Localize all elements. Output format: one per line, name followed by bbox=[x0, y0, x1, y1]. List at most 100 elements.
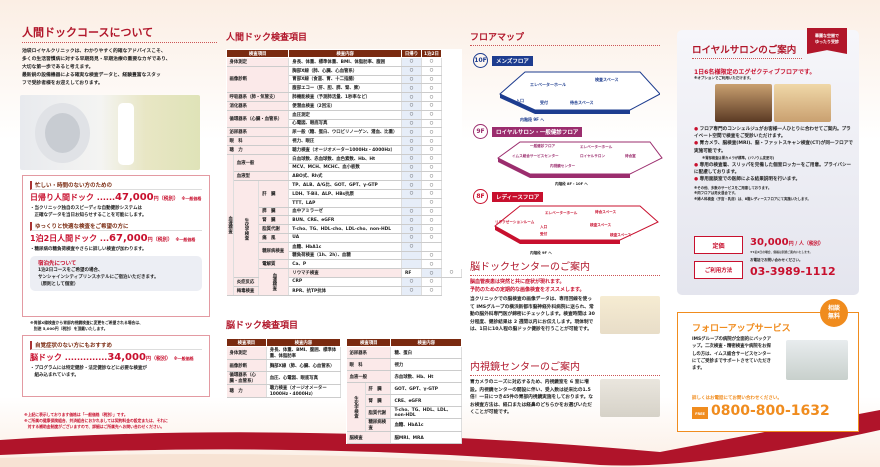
table-row: 眼 科視力 bbox=[346, 358, 462, 371]
text: ※1泊2日の場合、価格は別途ご案内いたします。 bbox=[750, 250, 813, 254]
floor-9f-map: 一般健診フロア エレベーターホール イムス総合サービスセンター ロイヤルサロン … bbox=[497, 141, 663, 186]
text: 脳血管疾患は突然と共に症状が現れます。 bbox=[470, 279, 565, 285]
table-row: 膵 臓血中アミラーゼ○○ bbox=[227, 207, 462, 217]
table-row: 眼 科視力、眼圧○○ bbox=[226, 136, 462, 146]
exam-category: 腎 臓 bbox=[258, 215, 290, 226]
stay-course-mark: ○ bbox=[421, 198, 442, 208]
text: 受付 bbox=[540, 231, 548, 236]
exam-content: CRE、eGFR bbox=[390, 394, 462, 407]
exam-category: 循環器系（心臓・血管系） bbox=[226, 371, 267, 385]
text: 8F bbox=[473, 189, 488, 204]
text: 検査内容 bbox=[265, 338, 342, 347]
endoscope-section: 内視鏡センターのご案内 胃カメラのニーズに対応するため、内視鏡室を 6 室に増設… bbox=[470, 358, 660, 417]
exam-category: 聴 力 bbox=[226, 145, 290, 155]
dock-course-box: 忙しい・時間のない方のための 日帰り人間ドック ......47,000円（税別… bbox=[22, 175, 210, 317]
course-desc: ・当クリニック独自のスピーディな自動健診システムは 正確なデータを当日お知らせす… bbox=[30, 205, 202, 219]
stay-course-mark: ○ bbox=[421, 224, 442, 234]
day-course-mark: ○ bbox=[401, 224, 422, 234]
text: 検査スペース bbox=[590, 222, 612, 227]
exam-category: 画像診断 bbox=[226, 66, 290, 94]
course-label: ゆっくりと快適な検査をご希望の方に bbox=[30, 222, 202, 231]
text: 入口 bbox=[540, 224, 548, 229]
text: 待合室 bbox=[624, 153, 636, 158]
col-header: 検査項目 bbox=[225, 49, 290, 58]
text: 内階段 8F・10F へ bbox=[555, 181, 588, 186]
text: ・プログラムには特定健診・法定健診などに必要な検査が bbox=[30, 366, 147, 371]
text: 組み込まれています。 bbox=[30, 373, 79, 378]
table-row: 糖尿病検査血糖、HbA1c bbox=[347, 418, 462, 432]
day-course-mark: ○ bbox=[401, 171, 422, 182]
text: 検査スペース bbox=[610, 232, 632, 237]
salon-reception-photo bbox=[774, 84, 831, 122]
stay-course-mark: ○ bbox=[421, 75, 442, 85]
table-row: 血液一般赤血球数、Hb、Ht bbox=[346, 370, 462, 383]
text: フロア専門のコンシェルジュがお客様一人ひとりに合わせてご案内。プライベート空間で… bbox=[694, 127, 851, 140]
salon-phone-number[interactable]: 03-3989-1112 bbox=[750, 265, 836, 278]
course-label: 忙しい・時間のない方のための bbox=[30, 181, 202, 190]
course-desc: ・糖尿病の糖負荷検査やさらに詳しい検査が加わります。 bbox=[30, 247, 147, 252]
table-row: 心電図、眼底写真○○ bbox=[227, 119, 462, 129]
stay-course-mark: ○ bbox=[421, 119, 442, 129]
brain-exam-table-left: 検査項目検査内容身体測定身長、体重、BMI、腹囲、標準体重、体脂肪率画像診断胸部… bbox=[226, 338, 342, 398]
day-course-mark: ○ bbox=[401, 66, 422, 76]
day-course-mark: ○ bbox=[401, 154, 422, 164]
stay-course-mark: ○ bbox=[421, 189, 442, 199]
text: ※一般価格 bbox=[181, 196, 202, 201]
ct-scanner-photo bbox=[20, 95, 200, 170]
section-title: 人間ドックコースについて bbox=[22, 24, 217, 43]
text: 検査項目 bbox=[345, 338, 392, 347]
exam-category: 血液一般 bbox=[233, 154, 290, 173]
stomach-note: ※胃部X線検査から胃部内視鏡検査に変更をご希望される場合は、 別途 5,000円… bbox=[30, 320, 143, 331]
text: 円 / 人（税別） bbox=[788, 241, 824, 247]
text: メンズフロア bbox=[492, 55, 533, 66]
stairs-label: 内階段 9F へ bbox=[520, 116, 544, 122]
exam-category: 消化器系 bbox=[226, 101, 290, 111]
usage-label: ご利用方法 bbox=[694, 261, 743, 279]
stay-course-mark: ○ bbox=[421, 101, 442, 111]
table-row: 胃部X線（食道、胃、十二指腸）○○ bbox=[227, 75, 462, 85]
exam-category: 糖尿病検査 bbox=[258, 242, 290, 261]
section-title: フロアマップ bbox=[470, 30, 660, 46]
table-row: 身体測定身長、体重、標準体重、BMI、体脂肪率、腹囲○○ bbox=[226, 57, 462, 67]
exam-content: 白血球数、赤血球数、血色素数、Hb、Ht bbox=[288, 154, 402, 164]
exam-content: 血圧、心電図、眼底写真 bbox=[266, 371, 342, 385]
text: 当クリニックでの脳検査の画像データは、専用回線を使って IMSグループの横浜新都… bbox=[470, 297, 595, 333]
text: ロイヤルサロン bbox=[580, 153, 605, 158]
followup-phone-number[interactable]: 0800-800-1632 bbox=[711, 403, 830, 419]
text: 待合スペース bbox=[570, 99, 594, 105]
text: ロイヤルサロン・一般健診フロア bbox=[492, 126, 583, 137]
exam-category: 電解質 bbox=[258, 259, 290, 270]
mri-photo bbox=[600, 296, 660, 334]
day-course-mark: ○ bbox=[401, 83, 422, 94]
exam-category: 泌尿器系 bbox=[346, 346, 392, 359]
exam-category: 身体測定 bbox=[226, 57, 290, 67]
text: 胃カメラのニーズに対応するため、内視鏡室を 6 室に増設。内視鏡センターの開設に… bbox=[470, 380, 593, 416]
day-course-mark: ○ bbox=[401, 233, 422, 243]
exam-content: 聴力検査（オージオメーター1000Hz・4000Hz） bbox=[288, 145, 402, 155]
text: 待合スペース bbox=[594, 209, 617, 214]
exam-content: 尿一般（糖、蛋白、ウロビリノーゲン、潜血、比重） bbox=[288, 127, 402, 138]
day-course-mark: ○ bbox=[401, 136, 422, 146]
exam-category: 脂質代謝 bbox=[258, 224, 290, 234]
text: 円（税別） bbox=[153, 196, 179, 202]
table-row: 血液検査血液一般白血球数、赤血球数、血色素数、Hb、Ht○○ bbox=[226, 154, 462, 296]
exam-category: 膵 臓 bbox=[258, 207, 290, 217]
exam-content: 血糖、HbA1c bbox=[390, 418, 462, 432]
intro-line: 最新鋭の設備機器による確実な検査データと、経験豊富なスタッ bbox=[22, 73, 161, 78]
price-label: 定価 bbox=[694, 236, 743, 254]
col-header: 1泊2日 bbox=[421, 49, 442, 58]
exam-category: 聴 力 bbox=[226, 384, 267, 398]
subgroup-label: 血清検査 bbox=[258, 268, 290, 296]
text: サンシャインシティプリンスホテルにご宿泊いただきます。 bbox=[38, 275, 159, 280]
stay-course-mark: ○ bbox=[421, 286, 442, 296]
intro-line: フで受診者様をお迎えしております。 bbox=[22, 81, 103, 86]
exam-content: RF bbox=[401, 268, 422, 278]
text: 専用の検査着、スリッパを完備した個室ロッカーをご用意。プライバシーに配慮しており… bbox=[694, 163, 852, 176]
exam-category: 炎症反応 bbox=[233, 277, 260, 287]
exam-category: 血液型 bbox=[233, 171, 290, 182]
stay-course-mark: ○ bbox=[421, 127, 442, 138]
